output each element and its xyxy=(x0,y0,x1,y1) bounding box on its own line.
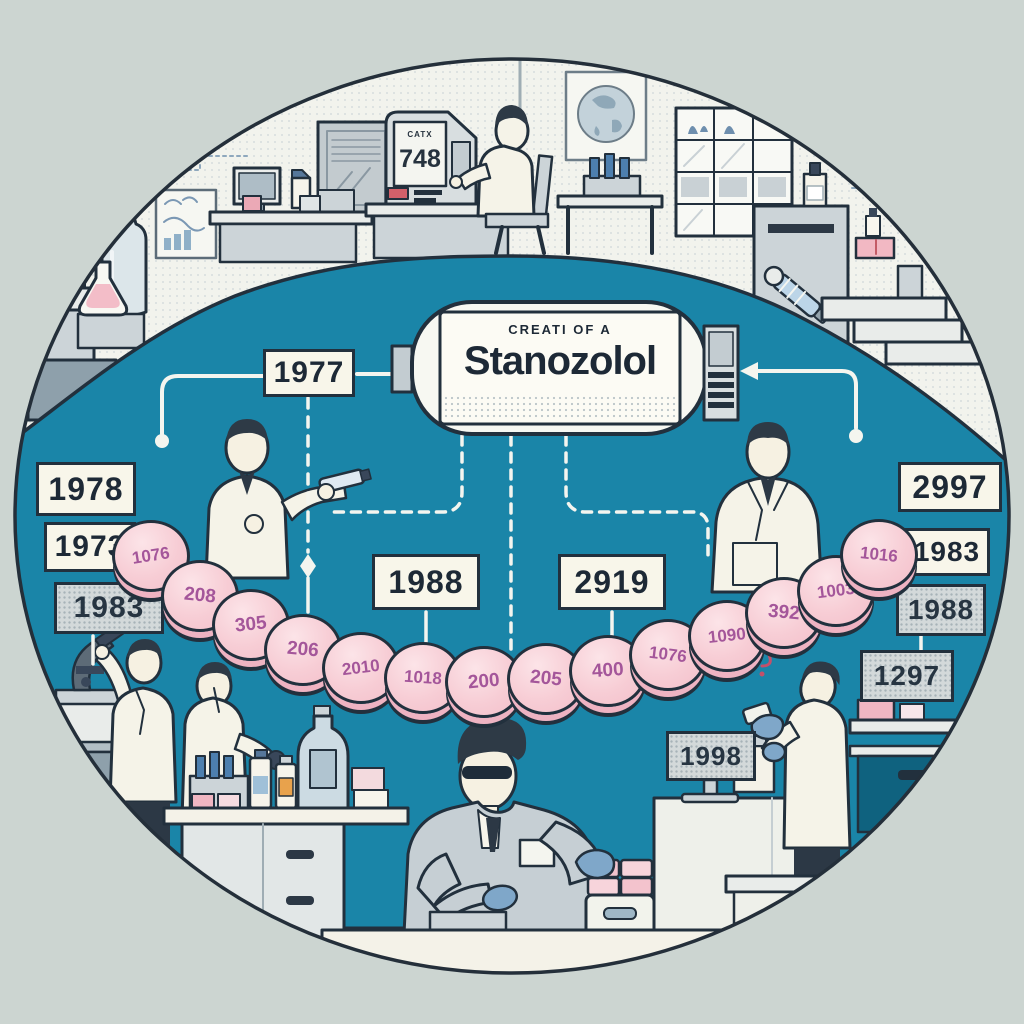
pill-number: 1018 xyxy=(403,666,443,689)
monitor-sign: 1998 xyxy=(666,731,756,781)
scientist-mid-right xyxy=(710,422,824,594)
year-box-right-3: 1988 xyxy=(896,584,986,636)
pill-number: 200 xyxy=(467,669,501,694)
year-box-right-4: 1297 xyxy=(860,650,954,702)
pill-number: 2010 xyxy=(341,655,381,680)
pill-number: 1016 xyxy=(859,543,899,566)
scientist-center xyxy=(402,717,656,937)
oval-frame-border xyxy=(13,57,1011,975)
pill-number: 400 xyxy=(591,658,625,683)
machine-display-label: CATX xyxy=(407,130,433,139)
pill-14: 1016 xyxy=(840,519,918,591)
pill-number: 392 xyxy=(767,600,801,625)
pill-number: 205 xyxy=(529,666,563,691)
year-box-center-1: 1988 xyxy=(372,554,480,610)
capsule-label: CREATI OF A Stanozolol xyxy=(440,322,680,384)
monitor-stand xyxy=(680,778,740,804)
year-box-right-2: 1983 xyxy=(904,528,990,576)
year-box-top: 1977 xyxy=(263,349,355,397)
pill-number: 1076 xyxy=(648,642,688,667)
capsule-graphic xyxy=(390,300,740,436)
year-box-left-1: 1978 xyxy=(36,462,136,516)
machine-display: CATX 748 xyxy=(396,130,444,174)
year-box-right-1: 2997 xyxy=(898,462,1002,512)
pill-number: 206 xyxy=(286,637,320,662)
scientist-microscope xyxy=(94,639,178,860)
pill-number: 1003 xyxy=(816,578,856,603)
capsule-title: Stanozolol xyxy=(463,339,657,383)
scientist-right xyxy=(742,651,852,898)
pill-number: 1076 xyxy=(130,543,172,568)
pill-number: 1090 xyxy=(707,624,747,647)
year-box-center-2: 2919 xyxy=(558,554,666,610)
pill-number: 208 xyxy=(183,583,217,608)
pill-number: 305 xyxy=(234,612,268,637)
scientist-top-seated xyxy=(449,105,554,255)
capsule-subtitle: CREATI OF A xyxy=(508,322,612,337)
scientist-mid-left xyxy=(204,419,372,580)
machine-display-value: 748 xyxy=(399,145,441,173)
